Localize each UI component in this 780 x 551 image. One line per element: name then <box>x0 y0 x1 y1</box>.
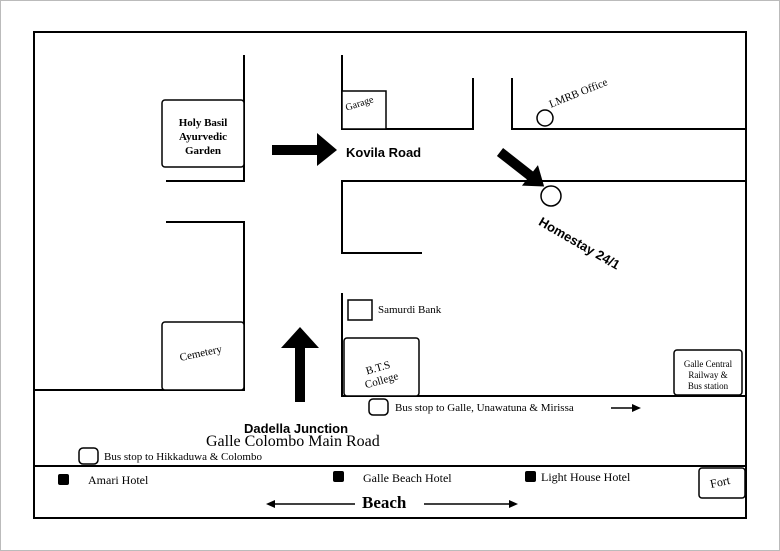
bus-stop-galle-label: Bus stop to Galle, Unawatuna & Mirissa <box>395 402 574 414</box>
cemetery-box <box>161 321 245 391</box>
up-arrow-dadella <box>281 327 319 402</box>
light-house-hotel-label: Light House Hotel <box>541 470 631 484</box>
bts-college-box <box>343 337 420 397</box>
holy-basil-box <box>161 99 245 168</box>
beach-label: Beach <box>362 493 407 512</box>
block-lower-middle-edge <box>341 293 746 397</box>
amari-hotel-label: Amari Hotel <box>88 473 149 487</box>
bus-stop-galle-arrow-head <box>632 404 641 412</box>
thin-arrows <box>266 404 641 508</box>
homestay-marker <box>540 185 562 207</box>
map-frame <box>33 31 747 519</box>
galle-central-label: Galle Central Railway & Bus station <box>683 359 733 391</box>
block-cemetery-edge <box>34 221 245 391</box>
kovila-road-arrow <box>272 133 337 166</box>
amari-hotel-marker <box>58 474 69 485</box>
light-house-hotel-marker <box>525 471 536 482</box>
buildings <box>161 90 746 499</box>
beach-arrow-left-head <box>266 500 275 508</box>
samurdi-bank-label: Samurdi Bank <box>378 304 442 316</box>
block-holy-basil-edge <box>166 55 245 182</box>
main-road-label: Galle Colombo Main Road <box>206 433 380 450</box>
fort-box <box>698 467 746 499</box>
beach-arrow-right-head <box>509 500 518 508</box>
samurdi-bank-box <box>347 299 373 321</box>
bus-stop-galle-marker <box>368 398 389 416</box>
galle-central-box <box>673 349 743 396</box>
bus-stop-hikkaduwa-marker <box>78 447 99 465</box>
dadella-junction-label: Dadella Junction <box>244 421 349 436</box>
homestay-arrow <box>496 148 545 187</box>
lmrb-marker <box>536 109 554 127</box>
block-lmrb-edge <box>511 78 746 130</box>
block-middle-edge <box>341 180 746 254</box>
road-lines <box>34 55 746 467</box>
kovila-road-label: Kovila Road <box>346 145 422 160</box>
galle-beach-hotel-marker <box>333 471 344 482</box>
galle-beach-hotel-label: Galle Beach Hotel <box>363 471 452 485</box>
holy-basil-label: Holy Basil Ayurvedic Garden <box>178 117 228 157</box>
garage-box <box>341 90 387 130</box>
bus-stop-hikkaduwa-label: Bus stop to Hikkaduwa & Colombo <box>104 451 262 463</box>
